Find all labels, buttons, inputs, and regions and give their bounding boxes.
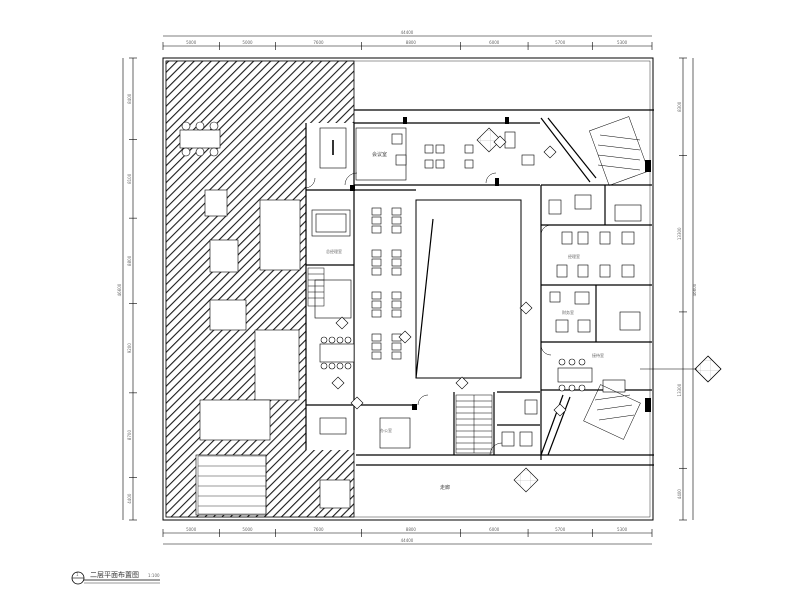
- desk: [371, 267, 382, 276]
- stair-icon: [197, 455, 267, 515]
- dimension-top: [163, 35, 652, 47]
- desk: [371, 300, 382, 309]
- desk: [391, 351, 402, 360]
- dimension-top-segment: 5000: [186, 40, 197, 45]
- desk: [371, 216, 382, 225]
- desk: [371, 342, 382, 351]
- plant-icon: [398, 330, 412, 344]
- desk: [371, 207, 382, 216]
- dimension-right-segment: 8300: [677, 101, 682, 112]
- desk: [371, 225, 382, 234]
- stair-icon: [589, 116, 649, 186]
- caption-title: 二层平面布置图: [90, 570, 139, 579]
- dimension-bottom-overall: 44400: [401, 538, 414, 543]
- dimension-top-overall: 44400: [401, 30, 414, 35]
- stair-icon: [583, 384, 641, 440]
- desk: [391, 309, 402, 318]
- dimension-right-segment: 13300: [677, 383, 682, 396]
- plant-icon: [553, 403, 567, 417]
- plant-icon: [513, 467, 539, 493]
- desk: [371, 351, 382, 360]
- workstations-open-office: [311, 207, 411, 449]
- desk: [391, 207, 402, 216]
- walkway-label: 走廊: [440, 484, 450, 491]
- dimension-right: [682, 58, 694, 520]
- room-label-right-3: 接待室: [592, 352, 604, 358]
- dimension-right-segment: 4400: [677, 489, 682, 500]
- room-label-right-1: 经理室: [568, 253, 580, 259]
- dimension-bottom-segment: 7600: [313, 527, 324, 532]
- dimension-bottom-segment: 8800: [406, 527, 417, 532]
- dimension-bottom-segment: 6000: [489, 527, 500, 532]
- dimension-bottom-segment: 5300: [617, 527, 628, 532]
- desk: [391, 342, 402, 351]
- stair-icon: [307, 267, 325, 307]
- office-row-top: [319, 127, 535, 181]
- door-swing-icon: [304, 172, 552, 456]
- hatched-zone-left: [165, 60, 355, 518]
- dimension-left-segment: 8700: [127, 430, 132, 441]
- right-rooms-furniture: [548, 194, 642, 393]
- plant-icon: [476, 127, 502, 153]
- dimension-left-segment: 8100: [127, 173, 132, 184]
- dimension-right-overall: 46600: [692, 283, 697, 296]
- caption-scale: 1:100: [148, 573, 160, 578]
- dimension-bottom-segment: 5000: [186, 527, 197, 532]
- plant-icon: [331, 376, 345, 390]
- desk: [391, 300, 402, 309]
- plant-icon: [335, 316, 349, 330]
- dimension-right-segment: 13300: [677, 227, 682, 240]
- desk: [391, 291, 402, 300]
- dimension-left-segment: 9200: [127, 343, 132, 354]
- desk: [391, 258, 402, 267]
- interior-walls: [305, 109, 654, 466]
- drawing-caption: 1 二层平面布置图 1:100: [71, 570, 160, 585]
- dimension-bottom-segment: 5000: [242, 527, 253, 532]
- dimension-top-segment: 6000: [489, 40, 500, 45]
- desk: [371, 258, 382, 267]
- desk: [391, 249, 402, 258]
- plant-icon: [350, 396, 364, 410]
- dimension-bottom-segment: 5700: [555, 527, 566, 532]
- dimension-left-segment: 8800: [127, 255, 132, 266]
- desk: [371, 309, 382, 318]
- plant-icon: [543, 145, 557, 159]
- room-label-bottom: 办公室: [380, 427, 392, 433]
- bottom-corridor: [501, 399, 538, 447]
- dimension-bottom: [163, 532, 652, 545]
- desk: [371, 291, 382, 300]
- dimension-top-segment: 7600: [313, 40, 324, 45]
- dimension-top-segment: 5000: [242, 40, 253, 45]
- dimension-top-segment: 5300: [617, 40, 628, 45]
- plant-icon: [493, 135, 507, 149]
- dimension-top-segment: 8800: [406, 40, 417, 45]
- desk: [371, 333, 382, 342]
- caption-index: 1: [76, 572, 79, 577]
- dimension-left-segment: 8400: [127, 93, 132, 104]
- desk: [391, 216, 402, 225]
- dimension-top-segment: 5700: [555, 40, 566, 45]
- room-label-right-2: 财务室: [562, 309, 574, 315]
- room-label-top: 会议室: [372, 151, 387, 158]
- columns: [350, 117, 651, 412]
- section-marker-icon: [640, 355, 722, 383]
- plant-icon: [331, 127, 567, 493]
- plant-icon: [519, 301, 533, 315]
- desk: [391, 225, 402, 234]
- angled-walls: [415, 117, 597, 456]
- desk: [371, 249, 382, 258]
- dimension-left-segment: 4400: [127, 493, 132, 504]
- dimension-left: [122, 58, 134, 520]
- dimension-left-overall: 46600: [117, 283, 122, 296]
- desk: [391, 267, 402, 276]
- room-label-left: 总经理室: [326, 248, 342, 254]
- plant-icon: [455, 376, 469, 390]
- stair-icon: [455, 394, 493, 454]
